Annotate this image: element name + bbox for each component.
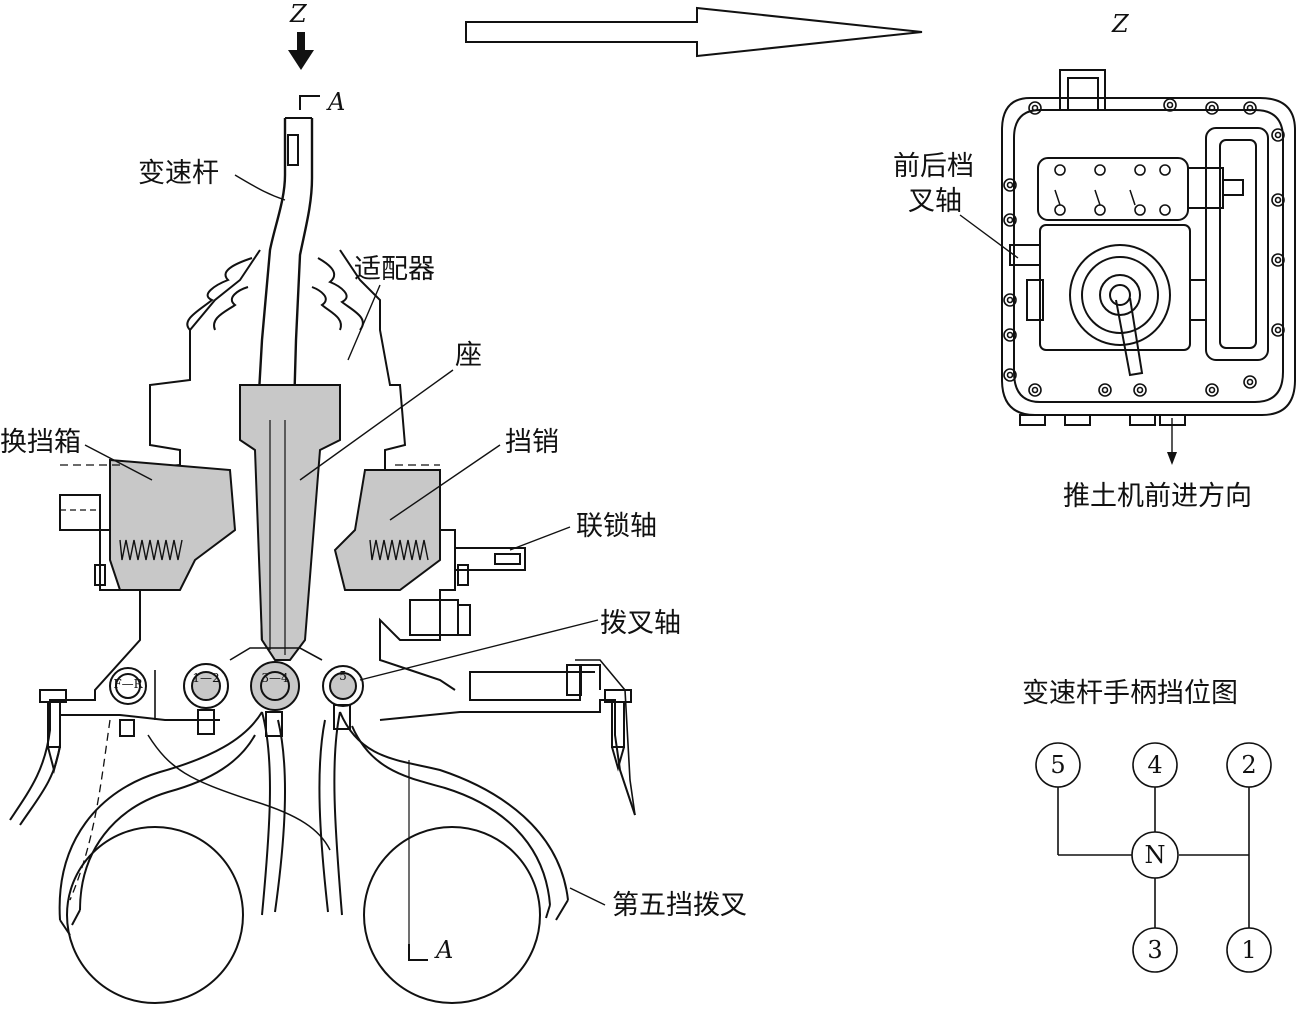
callout-adapter: 适配器 bbox=[354, 254, 435, 285]
shift-position-2: 2 bbox=[1226, 742, 1272, 788]
cross-section-drawing bbox=[9, 117, 636, 1004]
shift-position-4-label: 4 bbox=[1147, 751, 1162, 779]
shift-position-1-label: 1 bbox=[1241, 936, 1256, 964]
rail-mark-3-4: 3—4 bbox=[261, 671, 289, 685]
section-label-bottom: A bbox=[434, 936, 453, 964]
callout-forward-direction: 推土机前进方向 bbox=[1063, 481, 1252, 512]
shift-position-5: 5 bbox=[1035, 742, 1081, 788]
callout-fr-fork-shaft-line1: 前后档 bbox=[893, 151, 974, 182]
callout-fork-shaft: 拨叉轴 bbox=[600, 608, 681, 639]
callout-leaders bbox=[84, 174, 1173, 906]
rail-mark-1-2: 1—2 bbox=[192, 671, 219, 685]
forward-direction-arrowhead bbox=[1167, 452, 1177, 465]
shift-position-3-label: 3 bbox=[1147, 936, 1162, 964]
callout-shift-lever: 变速杆 bbox=[138, 158, 219, 189]
view-direction-arrow bbox=[465, 6, 923, 58]
shift-pattern-title: 变速杆手柄挡位图 bbox=[1022, 678, 1238, 709]
shift-position-4: 4 bbox=[1132, 742, 1178, 788]
shift-position-2-label: 2 bbox=[1241, 751, 1256, 779]
z-view-arrow: Z bbox=[288, 0, 314, 70]
z-view-bolts bbox=[1003, 98, 1285, 397]
shift-position-5-label: 5 bbox=[1050, 751, 1065, 779]
rail-mark-5: 5 bbox=[339, 669, 347, 683]
shift-position-1: 1 bbox=[1226, 927, 1272, 973]
section-marker-bottom bbox=[408, 760, 428, 961]
section-marker-top bbox=[299, 95, 320, 110]
rail-mark-fr: F—R bbox=[113, 677, 143, 691]
shift-position-n: N bbox=[1131, 831, 1179, 879]
callout-seat: 座 bbox=[455, 340, 482, 371]
callout-fr-fork-shaft-line2: 叉轴 bbox=[908, 186, 962, 217]
section-label-top: A bbox=[326, 88, 345, 116]
shift-pattern-lines bbox=[1057, 787, 1250, 928]
z-view-drawing bbox=[1001, 69, 1296, 426]
callout-interlock-shaft: 联锁轴 bbox=[576, 511, 657, 542]
callout-shift-box: 换挡箱 bbox=[0, 427, 81, 458]
callout-stop-pin: 挡销 bbox=[505, 427, 559, 458]
shift-position-n-label: N bbox=[1145, 841, 1166, 869]
z-view-label: Z bbox=[1111, 10, 1130, 38]
callout-fifth-fork: 第五挡拨叉 bbox=[612, 890, 747, 921]
z-arrow-label: Z bbox=[289, 0, 308, 28]
shift-position-3: 3 bbox=[1132, 927, 1178, 973]
